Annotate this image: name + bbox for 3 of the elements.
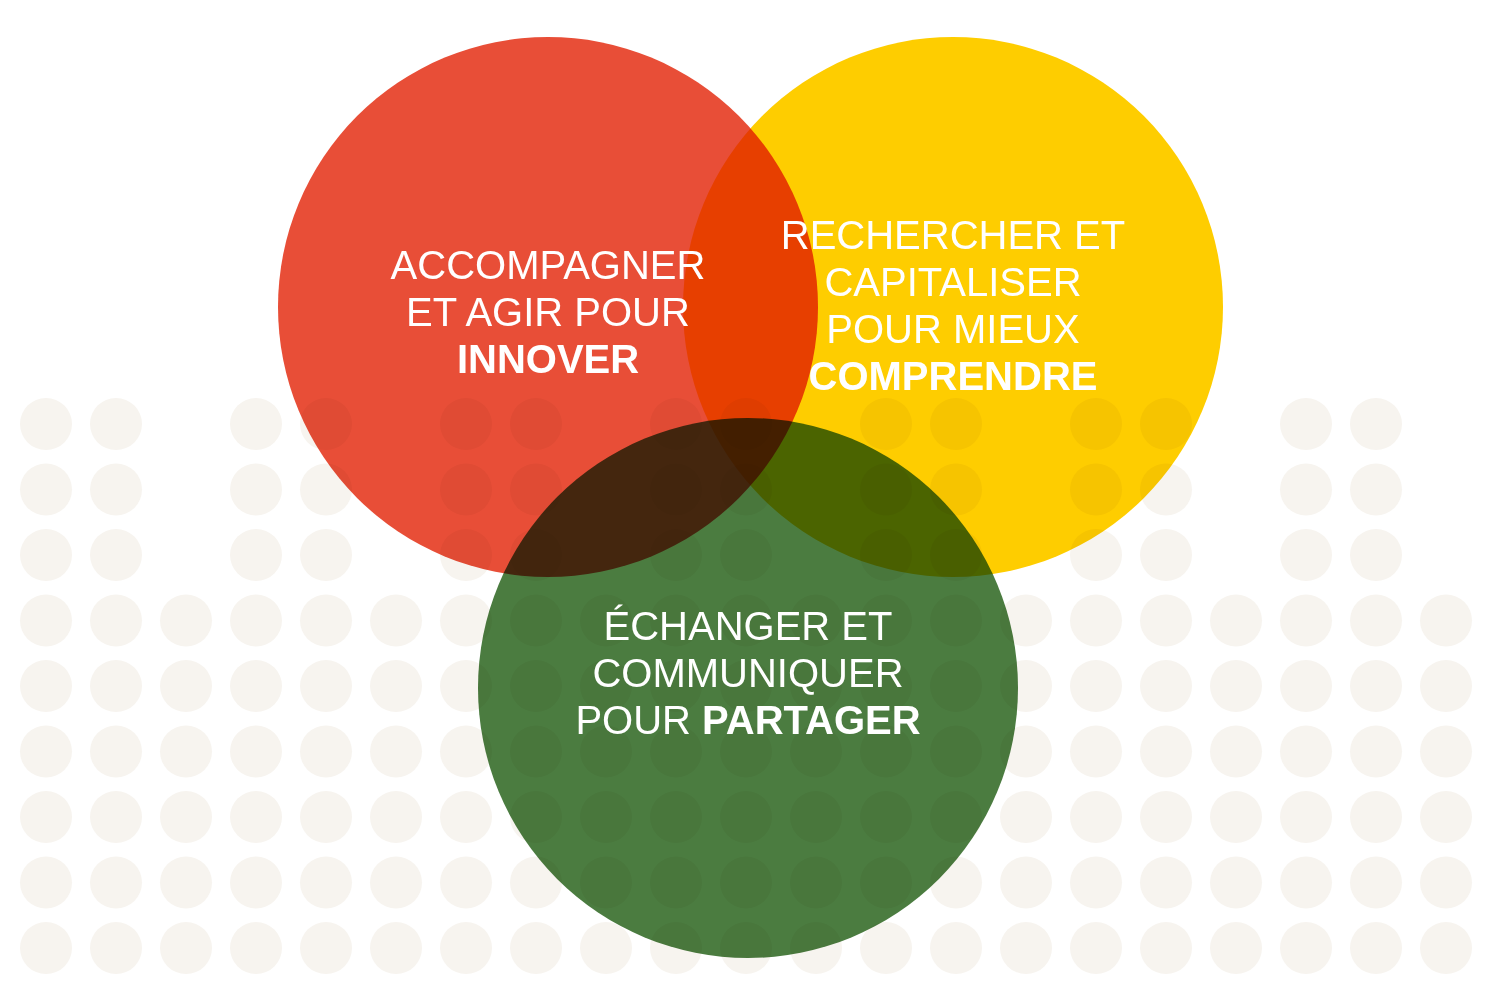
- circle-label: ÉCHANGER ET COMMUNIQUER POUR PARTAGER: [574, 603, 922, 744]
- venn-circle: [478, 418, 1018, 958]
- circle-label: ACCOMPAGNER ET AGIR POUR INNOVER: [389, 242, 707, 383]
